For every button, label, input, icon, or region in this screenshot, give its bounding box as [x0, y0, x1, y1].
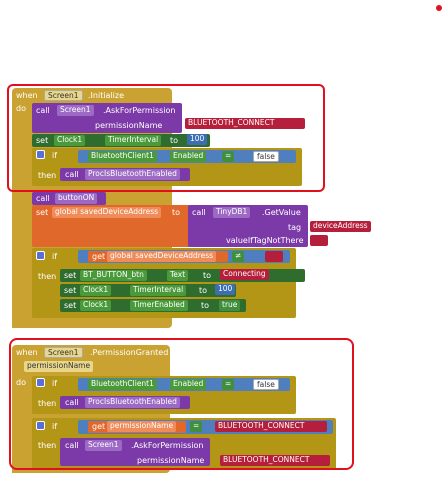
timer-interval-dropdown[interactable]: TimerInterval: [105, 135, 162, 146]
bluetooth-connect-text[interactable]: BLUETOOTH_CONNECT: [215, 421, 327, 432]
call-label: call: [65, 170, 79, 179]
equals-operator[interactable]: =: [190, 421, 203, 432]
red-mark: [436, 5, 442, 11]
timer-enabled-dropdown[interactable]: TimerEnabled: [130, 300, 188, 311]
screen1-dropdown[interactable]: Screen1: [44, 347, 83, 358]
set-label: set: [64, 271, 77, 280]
set-label: set: [64, 301, 77, 310]
bluetooth-connect-value-2[interactable]: BLUETOOTH_CONNECT: [220, 455, 330, 466]
connecting-value[interactable]: Connecting: [220, 269, 269, 280]
to-label: to: [199, 286, 208, 295]
permission-name-param[interactable]: permissionName: [24, 361, 94, 372]
empty-text-value[interactable]: [310, 235, 328, 246]
call-label: call: [36, 106, 50, 115]
if-label: if: [52, 252, 58, 261]
tag-label: tag: [288, 223, 302, 232]
screen1-component[interactable]: Screen1: [85, 440, 122, 451]
enabled-dropdown[interactable]: Enabled: [170, 151, 207, 162]
permission-name-param: permissionName: [137, 456, 205, 465]
set-label: set: [36, 208, 49, 217]
then-label: then: [38, 441, 57, 450]
when-label: when: [16, 348, 38, 357]
to-label: to: [203, 271, 212, 280]
then-label: then: [38, 399, 57, 408]
bluetoothclient1-dropdown[interactable]: BluetoothClient1: [88, 151, 157, 162]
when-label: when: [16, 91, 38, 100]
false-value[interactable]: false: [253, 151, 279, 162]
mutator-gear-icon[interactable]: [36, 251, 45, 260]
interval-value-2[interactable]: 100: [215, 284, 236, 295]
button-on-proc[interactable]: buttonON: [55, 193, 98, 204]
ask-method-label: .AskForPermission: [103, 106, 176, 115]
equals-operator[interactable]: =: [222, 151, 235, 162]
do-label: do: [16, 378, 26, 387]
if-label: if: [52, 422, 58, 431]
getvalue-method: .GetValue: [262, 208, 301, 217]
mutator-gear-icon[interactable]: [36, 378, 45, 387]
empty-string-value[interactable]: [265, 251, 283, 262]
device-address-tag[interactable]: deviceAddress: [310, 221, 371, 232]
initialize-do-bar: [12, 100, 32, 326]
set-label: set: [64, 286, 77, 295]
get-label: get: [92, 422, 106, 431]
if-label: if: [52, 379, 58, 388]
do-label: do: [16, 104, 26, 113]
to-label: to: [201, 301, 210, 310]
clock1-dropdown[interactable]: Clock1: [80, 300, 112, 311]
then-label: then: [38, 171, 57, 180]
proc-name[interactable]: ProcIsBluetoothEnabled: [85, 169, 180, 180]
clock1-dropdown[interactable]: Clock1: [80, 285, 112, 296]
timer-interval-dropdown[interactable]: TimerInterval: [130, 285, 187, 296]
false-value[interactable]: false: [253, 379, 279, 390]
screen1-component[interactable]: Screen1: [57, 105, 94, 116]
permission-name-param: permissionName: [95, 121, 163, 130]
call-label: call: [65, 441, 79, 450]
get-label: get: [92, 252, 106, 261]
proc-name[interactable]: ProcIsBluetoothEnabled: [85, 397, 180, 408]
permission-value-text[interactable]: BLUETOOTH_CONNECT: [185, 118, 305, 129]
highlight-rect-initialize: [7, 84, 325, 192]
value-if-tag-not-there-label: valueIfTagNotThere: [226, 236, 304, 245]
call-label: call: [192, 208, 206, 217]
permission-granted-label: .PermissionGranted: [90, 348, 169, 357]
mutator-gear-icon[interactable]: [36, 150, 45, 159]
clock1-dropdown[interactable]: Clock1: [54, 135, 86, 146]
tinydb1-component[interactable]: TinyDB1: [213, 207, 251, 218]
bluetoothclient1-dropdown[interactable]: BluetoothClient1: [88, 379, 157, 390]
call-label: call: [36, 194, 50, 203]
screen1-dropdown[interactable]: Screen1: [44, 90, 83, 101]
interval-value[interactable]: 100: [187, 134, 208, 145]
mutator-gear-icon[interactable]: [36, 421, 45, 430]
then-label: then: [38, 272, 57, 281]
enabled-dropdown[interactable]: Enabled: [170, 379, 207, 390]
permission-name-dropdown[interactable]: permissionName: [107, 421, 177, 432]
text-prop-dropdown[interactable]: Text: [167, 270, 189, 281]
call-label: call: [65, 398, 79, 407]
global-var-dropdown[interactable]: global savedDeviceAddress: [52, 207, 162, 218]
to-label: to: [172, 208, 181, 217]
equals-operator[interactable]: =: [222, 379, 235, 390]
not-equal-operator[interactable]: ≠: [232, 251, 245, 262]
ask-method-label: .AskForPermission: [131, 441, 204, 450]
true-value[interactable]: true: [219, 300, 241, 311]
highlight-rect-permission-granted: [9, 338, 354, 470]
initialize-label: .Initialize: [88, 91, 125, 100]
global-var-get-dropdown[interactable]: global savedDeviceAddress: [107, 251, 217, 262]
if-label: if: [52, 151, 58, 160]
bt-button-dropdown[interactable]: BT_BUTTON_btn: [80, 270, 147, 281]
set-label: set: [36, 136, 49, 145]
to-label: to: [170, 136, 179, 145]
